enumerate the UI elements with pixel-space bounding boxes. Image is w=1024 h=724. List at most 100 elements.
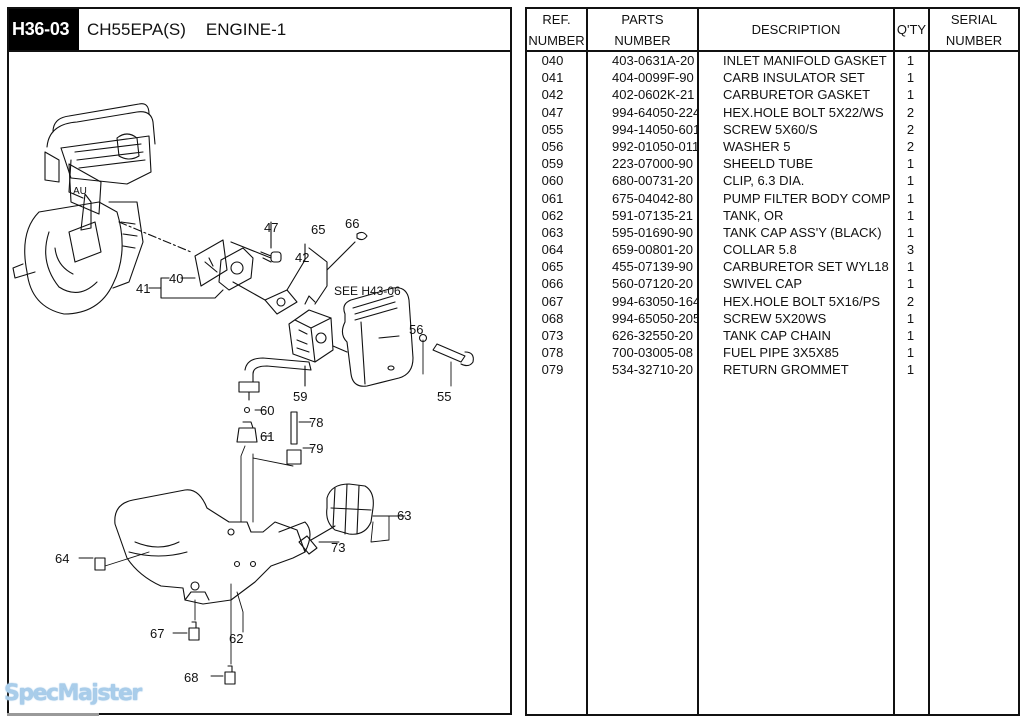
table-cell-qty: 1 (906, 259, 915, 275)
table-cell-serial (930, 258, 1018, 275)
table-cell-ref: 047 (541, 104, 564, 120)
air-cleaner-cover (332, 287, 414, 387)
table-cell-serial (930, 224, 1018, 241)
table-cell-desc: WASHER 5 (723, 138, 791, 154)
callout-55: 55 (437, 389, 451, 404)
table-cell-part: 700-03005-08 (612, 345, 693, 361)
part-68-screw (224, 665, 236, 685)
table-cell-serial (930, 310, 1018, 327)
table-cell-qty: 2 (906, 104, 915, 120)
table-cell-serial (930, 52, 1018, 69)
table-cell-serial (930, 361, 1018, 378)
part-78-fuel-pipe (290, 411, 298, 445)
table-cell-serial (930, 121, 1018, 138)
table-cell-part: 994-63050-164 (612, 293, 697, 309)
callout-42: 42 (295, 250, 309, 265)
table-cell-serial (930, 327, 1018, 344)
table-cell-part: 992-01050-011 (612, 138, 697, 154)
table-cell-qty: 1 (906, 53, 915, 68)
table-cell-desc: RETURN GROMMET (723, 362, 849, 378)
callout-40: 40 (169, 271, 183, 286)
part-62-tank (114, 489, 311, 605)
table-cell-part: 404-0099F-90 (612, 70, 694, 86)
table-cell-serial (930, 86, 1018, 103)
table-cell-qty: 1 (906, 190, 915, 206)
part-61-filter (236, 421, 258, 443)
table-cell-part: 994-65050-205 (612, 310, 697, 326)
table-cell-qty: 1 (906, 207, 915, 223)
table-cell-desc: PUMP FILTER BODY COMP (723, 190, 891, 206)
callout-41: 41 (136, 281, 150, 296)
callout-64: 64 (55, 551, 69, 566)
table-cell-desc: SCREW 5X60/S (723, 121, 818, 137)
table-cell-serial (930, 69, 1018, 86)
callout-68: 68 (184, 670, 198, 685)
watermark-underline (7, 713, 99, 716)
table-cell-ref: 064 (541, 242, 564, 258)
table-cell-qty: 3 (906, 242, 915, 258)
callout-63: 63 (397, 508, 411, 523)
part-64-collar (94, 557, 106, 571)
table-cell-ref: 059 (541, 156, 564, 172)
table-cell-desc: HEX.HOLE BOLT 5X22/WS (723, 104, 884, 120)
table-cell-ref: 040 (541, 53, 564, 68)
table-cell-qty: 1 (906, 328, 915, 343)
table-cell-ref: 055 (541, 121, 564, 137)
table-cell-ref: 061 (541, 190, 564, 206)
table-cell-part: 223-07000-90 (612, 156, 693, 172)
engine-illustration: AU (12, 103, 156, 315)
table-cell-serial (930, 190, 1018, 207)
table-cell-part: 675-04042-80 (612, 190, 693, 206)
table-cell-desc: CARB INSULATOR SET (723, 70, 865, 86)
part-79-grommet (286, 449, 302, 465)
table-cell-desc: SCREW 5X20WS (723, 310, 827, 326)
table-cell-desc: CARBURETOR SET WYL18 (723, 259, 889, 275)
part-47-bolt (260, 221, 282, 263)
model-name: CH55EPA(S) (87, 19, 186, 39)
table-cell-desc: SWIVEL CAP (723, 276, 802, 292)
page-code: H36-03 (9, 9, 79, 50)
table-cell-desc: COLLAR 5.8 (723, 242, 797, 258)
table-cell-part: 626-32550-20 (612, 328, 693, 343)
table-cell-ref: 056 (541, 138, 564, 154)
callout-67: 67 (150, 626, 164, 641)
table-cell-part: 403-0631A-20 (612, 53, 695, 68)
table-cell-qty: 1 (906, 345, 915, 361)
table-cell-part: 455-07139-90 (612, 259, 693, 275)
table-cell-ref: 079 (541, 362, 564, 378)
callout-61: 61 (260, 429, 274, 444)
table-cell-desc: INLET MANIFOLD GASKET (723, 53, 887, 68)
table-cell-qty: 2 (906, 121, 915, 137)
column-header-ref: REF. NUMBER (527, 9, 586, 52)
table-cell-ref: 067 (541, 293, 564, 309)
table-cell-qty: 1 (906, 224, 915, 240)
svg-text:AU: AU (73, 186, 87, 197)
part-63-tank-cap (326, 483, 374, 535)
callout-62: 62 (229, 631, 243, 646)
table-cell-part: 560-07120-20 (612, 276, 693, 292)
callout-60: 60 (260, 403, 274, 418)
table-cell-serial (930, 138, 1018, 155)
part-40-41 (194, 239, 272, 291)
callout-47: 47 (264, 220, 278, 235)
table-cell-desc: CARBURETOR GASKET (723, 87, 871, 103)
table-cell-desc: CLIP, 6.3 DIA. (723, 173, 805, 189)
table-cell-serial (930, 293, 1018, 310)
callout-65: 65 (311, 222, 325, 237)
table-cell-ref: 062 (541, 207, 564, 223)
column-header-description: DESCRIPTION (699, 9, 893, 52)
table-cell-ref: 073 (541, 328, 564, 343)
part-59-pipe (238, 357, 312, 401)
column-description: DESCRIPTION INLET MANIFOLD GASKET CARB IN… (699, 9, 895, 714)
table-cell-ref: 060 (541, 173, 564, 189)
table-cell-desc: FUEL PIPE 3X5X85 (723, 345, 839, 361)
table-cell-ref: 065 (541, 259, 564, 275)
table-cell-desc: HEX.HOLE BOLT 5X16/PS (723, 293, 881, 309)
part-65-carburetor (288, 241, 356, 363)
table-cell-part: 994-14050-601 (612, 121, 697, 137)
part-66-swivel-cap (356, 231, 368, 241)
table-cell-serial (930, 241, 1018, 258)
